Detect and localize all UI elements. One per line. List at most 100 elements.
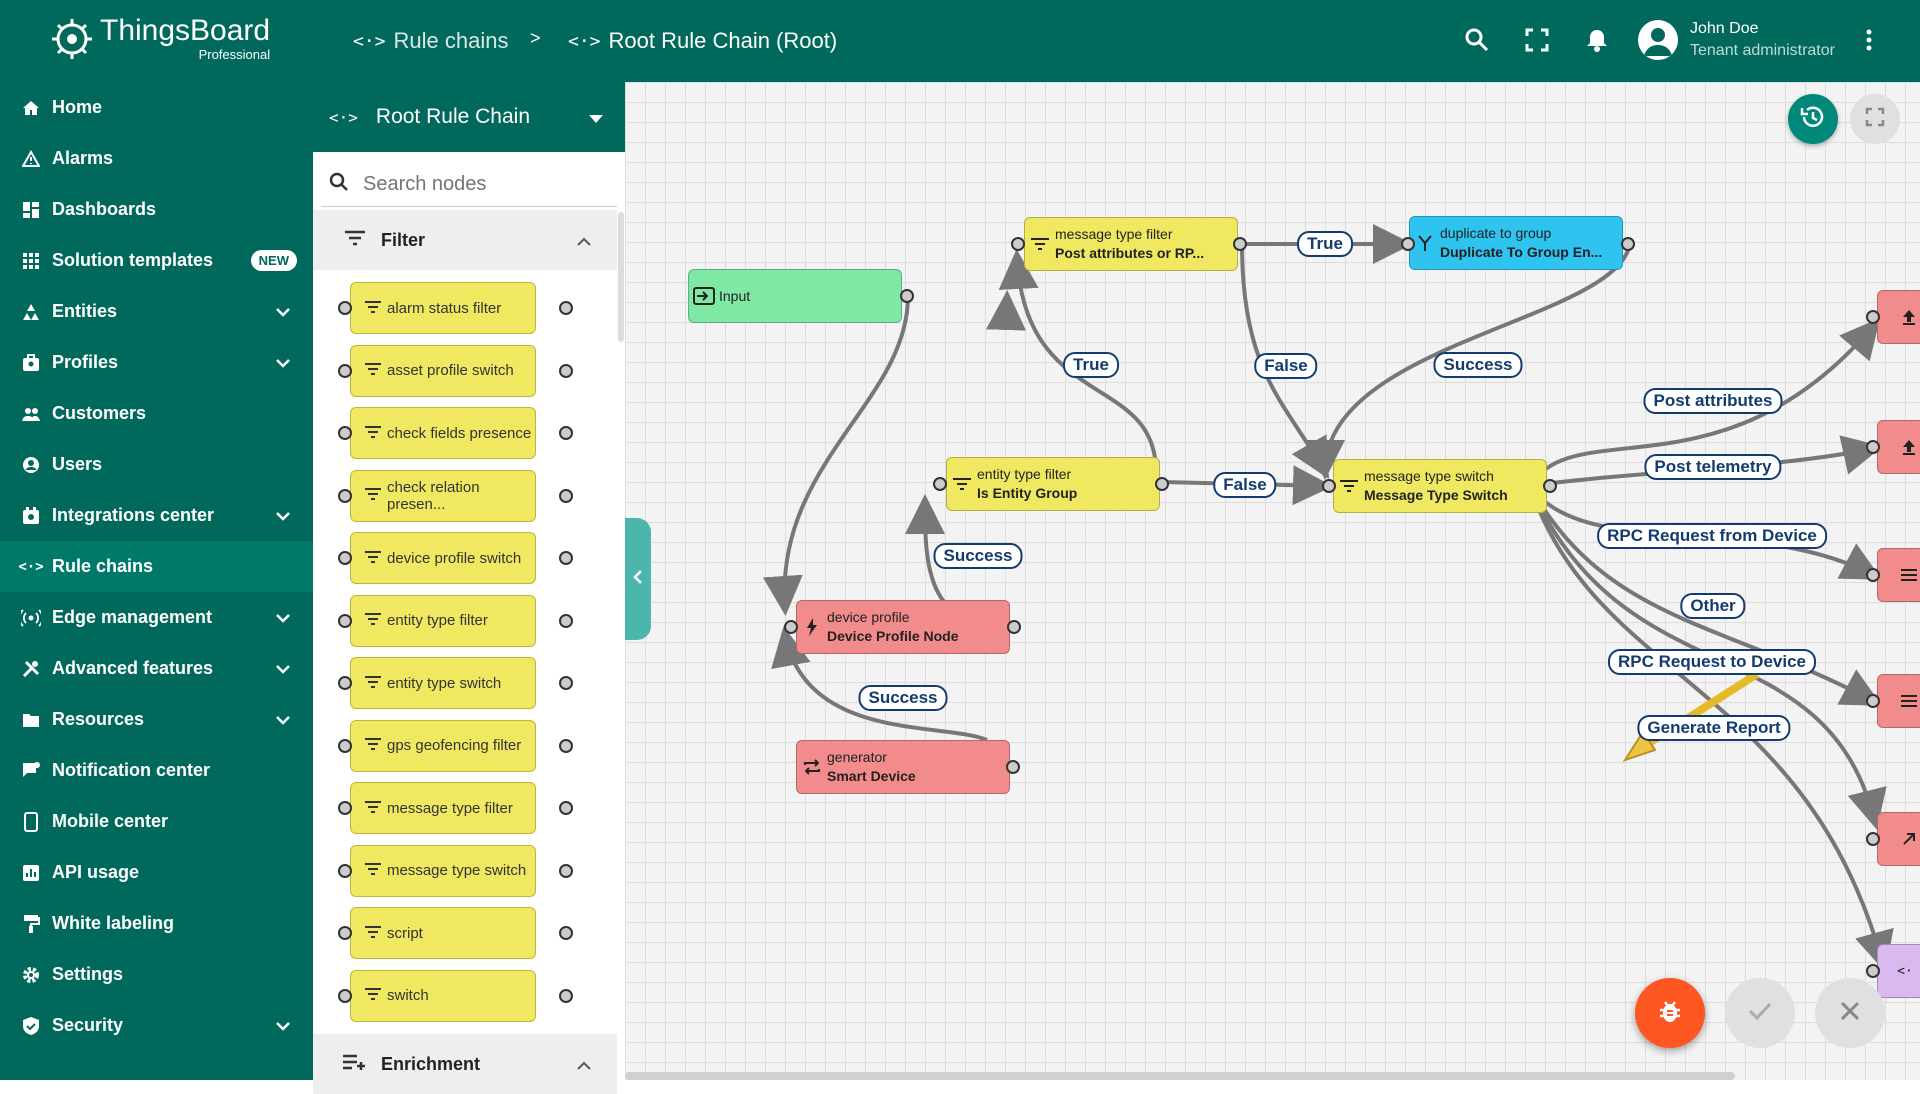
library-node[interactable]: message type filter [350, 782, 536, 834]
rule-chain-canvas[interactable]: True True False Success False Success Su… [625, 82, 1920, 1080]
input-port[interactable] [933, 477, 947, 491]
sidebar-item-dashboards[interactable]: Dashboards [0, 184, 313, 235]
sidebar-item-profiles[interactable]: Profiles [0, 337, 313, 388]
output-port[interactable] [1543, 479, 1557, 493]
link-label[interactable]: RPC Request from Device [1597, 523, 1827, 549]
input-port[interactable] [1011, 237, 1025, 251]
sidebar-item-rule-chains[interactable]: <·> Rule chains [0, 541, 313, 592]
input-port[interactable] [1322, 479, 1336, 493]
rule-node-rule-chain[interactable]: <· [1877, 944, 1920, 998]
app-logo[interactable]: ThingsBoard Professional [50, 16, 270, 61]
link-label[interactable]: Generate Report [1637, 715, 1791, 741]
rule-node-log-other[interactable] [1877, 674, 1920, 728]
sidebar-item-notification-center[interactable]: Notification center [0, 745, 313, 796]
user-menu[interactable]: John Doe Tenant administrator [1638, 18, 1835, 62]
link-label[interactable]: True [1297, 231, 1353, 257]
rule-node-rpc-call-request[interactable] [1877, 812, 1920, 866]
sidebar-item-integrations-center[interactable]: Integrations center [0, 490, 313, 541]
version-history-button[interactable] [1788, 94, 1838, 144]
input-port[interactable] [1866, 310, 1880, 324]
input-port[interactable] [1866, 440, 1880, 454]
library-node[interactable]: asset profile switch [350, 344, 536, 397]
library-node[interactable]: entity type filter [350, 594, 536, 647]
sidebar-item-solution-templates[interactable]: Solution templates NEW [0, 235, 313, 286]
more-vert-icon[interactable] [1858, 27, 1880, 58]
output-port[interactable] [1233, 237, 1247, 251]
input-port[interactable] [784, 620, 798, 634]
input-port[interactable] [1866, 964, 1880, 978]
canvas-fullscreen-button[interactable] [1850, 94, 1900, 144]
rule-node-save-timeseries[interactable] [1877, 420, 1920, 474]
library-node[interactable]: entity type switch [350, 657, 536, 709]
output-port[interactable] [900, 289, 914, 303]
link-label[interactable]: Post telemetry [1644, 454, 1782, 480]
apply-changes-button[interactable] [1725, 978, 1795, 1048]
canvas-horizontal-scrollbar[interactable] [625, 1072, 1735, 1080]
filter-icon [365, 987, 381, 1004]
sidebar-item-security[interactable]: Security [0, 1000, 313, 1051]
sidebar-item-home[interactable]: Home [0, 82, 313, 133]
input-port[interactable] [1401, 237, 1415, 251]
sidebar-item-users[interactable]: Users [0, 439, 313, 490]
link-success-generator [771, 626, 988, 742]
rule-node-input[interactable]: Input [688, 269, 902, 323]
link-label[interactable]: True [1063, 352, 1119, 378]
notification-bell-icon[interactable] [1584, 27, 1610, 58]
output-port[interactable] [1007, 620, 1021, 634]
sidebar-item-api-usage[interactable]: API usage [0, 847, 313, 898]
collapse-library-button[interactable] [625, 518, 651, 640]
sidebar-item-resources[interactable]: Resources [0, 694, 313, 745]
library-node[interactable]: check fields presence [350, 407, 536, 459]
breadcrumb-rule-chains[interactable]: <·> Rule chains [353, 28, 508, 54]
library-node[interactable]: script [350, 907, 536, 959]
discard-changes-button[interactable] [1815, 978, 1885, 1048]
library-node[interactable]: check relation presen... [350, 469, 536, 522]
link-label[interactable]: Post attributes [1643, 388, 1783, 414]
library-node[interactable]: device profile switch [350, 532, 536, 584]
sidebar-item-entities[interactable]: Entities [0, 286, 313, 337]
library-node[interactable]: switch [350, 969, 536, 1022]
input-port[interactable] [1866, 568, 1880, 582]
output-port[interactable] [1155, 477, 1169, 491]
sidebar-item-settings[interactable]: Settings [0, 949, 313, 1000]
menu-icon [1894, 568, 1920, 582]
output-port[interactable] [1621, 237, 1635, 251]
rule-node-log-rpc-from-device[interactable] [1877, 548, 1920, 602]
library-node[interactable]: message type switch [350, 844, 536, 897]
sidebar-item-white-labeling[interactable]: White labeling [0, 898, 313, 949]
section-filter-header[interactable]: Filter [313, 210, 617, 270]
sidebar-item-edge-management[interactable]: Edge management [0, 592, 313, 643]
rule-node-save-attributes[interactable] [1877, 290, 1920, 344]
library-node[interactable]: alarm status filter [350, 282, 536, 334]
link-label[interactable]: Success [858, 685, 948, 711]
input-port[interactable] [1866, 832, 1880, 846]
sidebar-item-alarms[interactable]: Alarms [0, 133, 313, 184]
link-label[interactable]: Success [1433, 352, 1523, 378]
filter-icon [365, 550, 381, 567]
sidebar-item-customers[interactable]: Customers [0, 388, 313, 439]
link-label[interactable]: Other [1680, 593, 1746, 619]
section-enrichment-header[interactable]: Enrichment [313, 1034, 617, 1094]
link-label[interactable]: RPC Request to Device [1608, 649, 1816, 675]
rule-chain-icon: <·> [18, 558, 44, 575]
link-label[interactable]: False [1213, 472, 1277, 498]
output-port[interactable] [1006, 760, 1020, 774]
sidebar-item-advanced-features[interactable]: Advanced features [0, 643, 313, 694]
search-icon[interactable] [1464, 27, 1490, 58]
library-node[interactable]: gps geofencing filter [350, 719, 536, 772]
debug-button[interactable] [1635, 978, 1705, 1048]
search-input[interactable] [361, 171, 595, 197]
library-scrollbar[interactable] [618, 212, 624, 342]
sidebar-item-mobile-center[interactable]: Mobile center [0, 796, 313, 847]
link-label[interactable]: Success [933, 543, 1023, 569]
link-label[interactable]: False [1254, 353, 1318, 379]
input-port[interactable] [1866, 694, 1880, 708]
rule-chain-selector[interactable]: <·> Root Rule Chain [313, 82, 625, 152]
fullscreen-icon[interactable] [1524, 27, 1550, 58]
